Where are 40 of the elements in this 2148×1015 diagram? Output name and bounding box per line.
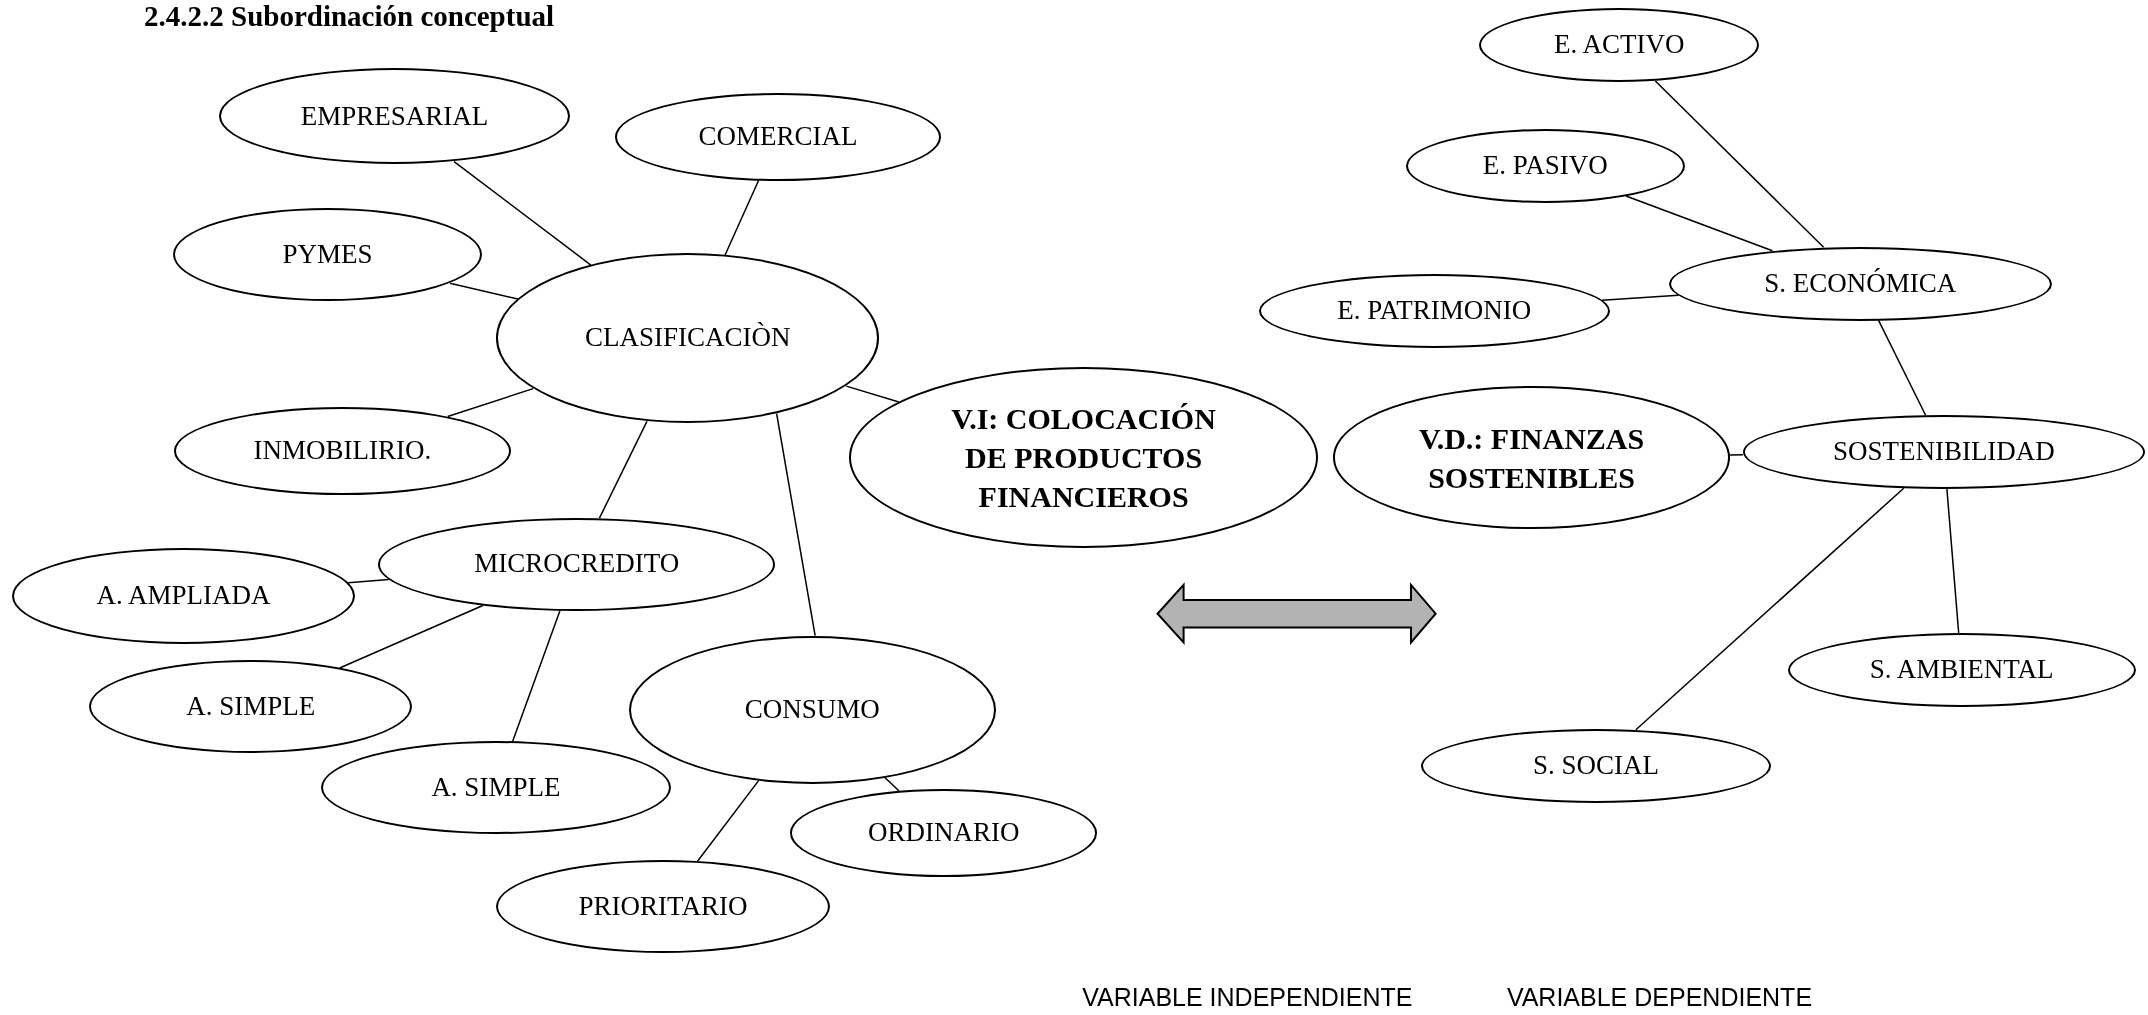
connector-line bbox=[347, 578, 390, 584]
node-label: V.D.: FINANZAS SOSTENIBLES bbox=[1417, 420, 1646, 496]
node-label: CLASIFICACIÒN bbox=[584, 321, 791, 355]
node-label: E. PASIVO bbox=[1482, 148, 1608, 182]
connector-line bbox=[1877, 319, 1927, 416]
connector-line bbox=[724, 179, 760, 256]
node-label: ORDINARIO bbox=[868, 816, 1020, 849]
connector-line bbox=[1625, 195, 1774, 252]
connector-line bbox=[1635, 487, 1905, 731]
connector-line bbox=[338, 604, 484, 669]
node-label: PRIORITARIO bbox=[578, 889, 748, 923]
heading: 2.4.2.2 Subordinación conceptual bbox=[144, 0, 555, 33]
node-label: V.I: COLOCACIÓN DE PRODUCTOS FINANCIEROS bbox=[950, 401, 1217, 516]
node-label: MICROCREDITO bbox=[474, 547, 680, 581]
connector-line bbox=[884, 776, 900, 792]
node-label: CONSUMO bbox=[744, 692, 880, 726]
node-label: S. SOCIAL bbox=[1532, 748, 1659, 782]
connector-line bbox=[449, 282, 519, 300]
node-label: S. AMBIENTAL bbox=[1869, 652, 2054, 686]
node-label: A. SIMPLE bbox=[186, 689, 316, 723]
node-label: E. PATRIMONIO bbox=[1337, 294, 1532, 328]
node-label: E. ACTIVO bbox=[1553, 28, 1685, 62]
node-label: A. AMPLIADA bbox=[96, 579, 271, 612]
caption-text: VARIABLE DEPENDIENTE bbox=[1506, 983, 1813, 1012]
node-label: INMOBILIRIO. bbox=[253, 433, 432, 467]
node-label: EMPRESARIAL bbox=[300, 99, 489, 133]
node-label: COMERCIAL bbox=[698, 120, 858, 154]
node-label: S. ECONÓMICA bbox=[1764, 266, 1957, 300]
caption-text: VARIABLE INDEPENDIENTE bbox=[1082, 983, 1413, 1012]
connector-line bbox=[1654, 80, 1825, 248]
connector-line bbox=[511, 610, 561, 743]
connector-line bbox=[1729, 454, 1744, 456]
connector-line bbox=[845, 385, 900, 403]
connector-line bbox=[446, 387, 534, 418]
node-label: A. SIMPLE bbox=[431, 770, 561, 804]
connector-line bbox=[1946, 488, 1960, 634]
node-label: SOSTENIBILIDAD bbox=[1832, 435, 2055, 469]
connector-line bbox=[1601, 294, 1680, 301]
node-label: PYMES bbox=[282, 237, 373, 271]
connector-line bbox=[775, 412, 816, 637]
